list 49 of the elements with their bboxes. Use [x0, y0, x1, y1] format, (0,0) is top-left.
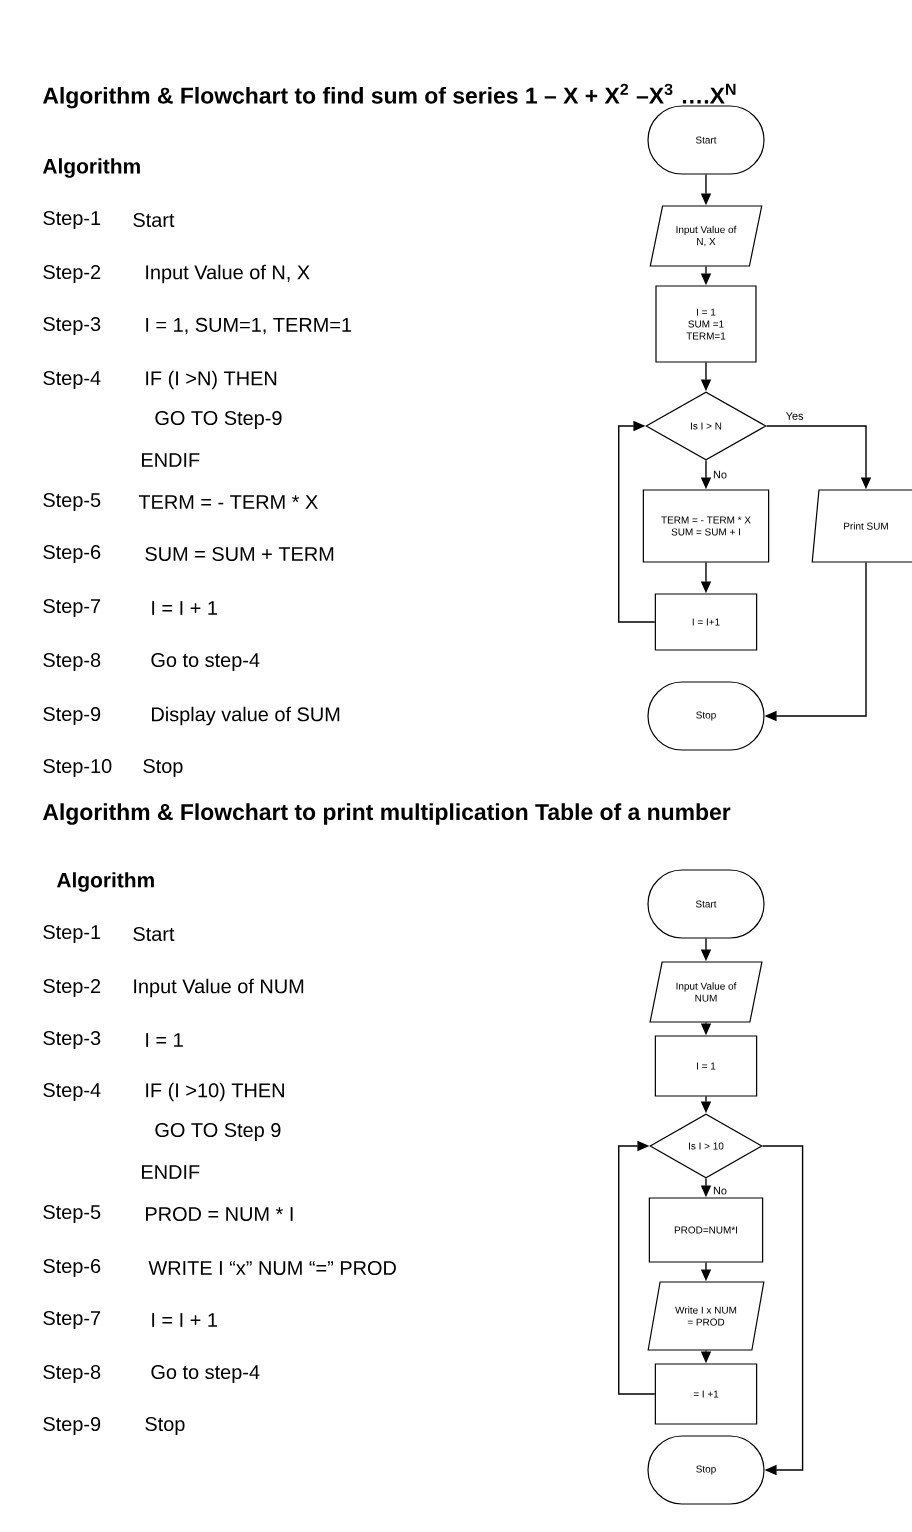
step-text: ENDIF	[142, 453, 200, 467]
step-text: Step-2	[43, 979, 101, 997]
step-text: Input Value of NUM	[134, 978, 304, 998]
step-text: I = I + 1	[152, 1313, 217, 1327]
step-text: Step-1	[43, 925, 101, 943]
step-text: Step-6	[43, 545, 101, 564]
step-text: I = 1, SUM=1, TERM=1	[146, 317, 352, 335]
step-text: Step-3	[43, 317, 101, 336]
step-text: Display value of SUM	[152, 706, 340, 726]
step-text: GO TO Step-9	[155, 411, 282, 430]
step-text: PROD = NUM * I	[146, 1206, 293, 1222]
step-text: Step-4	[43, 1083, 101, 1101]
step-text: TERM = - TERM * X	[138, 495, 318, 509]
algorithm-heading: Algorithm	[42, 158, 140, 178]
step-text: Step-8	[43, 653, 101, 671]
step-text: ENDIF	[142, 1165, 200, 1179]
step-text: Step-9	[43, 1417, 101, 1435]
arrow	[761, 1145, 804, 1476]
arrow	[618, 420, 656, 623]
step-text: Input Value of N, X	[146, 264, 310, 284]
step-text: GO TO Step 9	[155, 1123, 281, 1141]
step-text: Stop	[145, 1417, 185, 1435]
algorithm-heading: Algorithm	[56, 872, 154, 892]
step-text: I = 1	[146, 1033, 183, 1047]
step-text: Step-9	[43, 707, 101, 725]
step-text: SUM = SUM + TERM	[145, 546, 334, 562]
step-text: Step-7	[43, 599, 101, 617]
step-text: I = I + 1	[152, 601, 217, 615]
step-text: Start	[133, 212, 175, 228]
step-text: WRITE I “x” NUM “=” PROD	[148, 1260, 396, 1276]
step-text: Step-2	[43, 265, 101, 284]
step-text: Stop	[143, 759, 183, 777]
step-text: IF (I >N) THEN	[146, 370, 277, 390]
step-text: Go to step-4	[151, 653, 260, 671]
step-text: Go to step-4	[151, 1365, 260, 1383]
step-text: Step-5	[43, 493, 101, 512]
step-text: Step-10	[43, 759, 112, 777]
step-text: Step-8	[43, 1365, 101, 1383]
step-text: Step-5	[43, 1205, 101, 1223]
title: Algorithm & Flowchart to find sum of series 1 – X + X$^{2}$ –X$^{3}$ ….X$^{N}$	[42, 83, 736, 109]
step-text: Step-6	[43, 1259, 101, 1277]
step-text: IF (I >10) THEN	[146, 1082, 284, 1102]
step-text: Step-3	[43, 1031, 101, 1049]
section-heading: Algorithm & Flowchart to print multiplication Table of a number	[42, 803, 731, 825]
step-text: Step-7	[43, 1311, 101, 1329]
step-text: Start	[133, 926, 175, 942]
arrow	[618, 1140, 656, 1395]
step-text: Step-1	[43, 211, 101, 230]
step-text: Step-4	[43, 371, 101, 390]
